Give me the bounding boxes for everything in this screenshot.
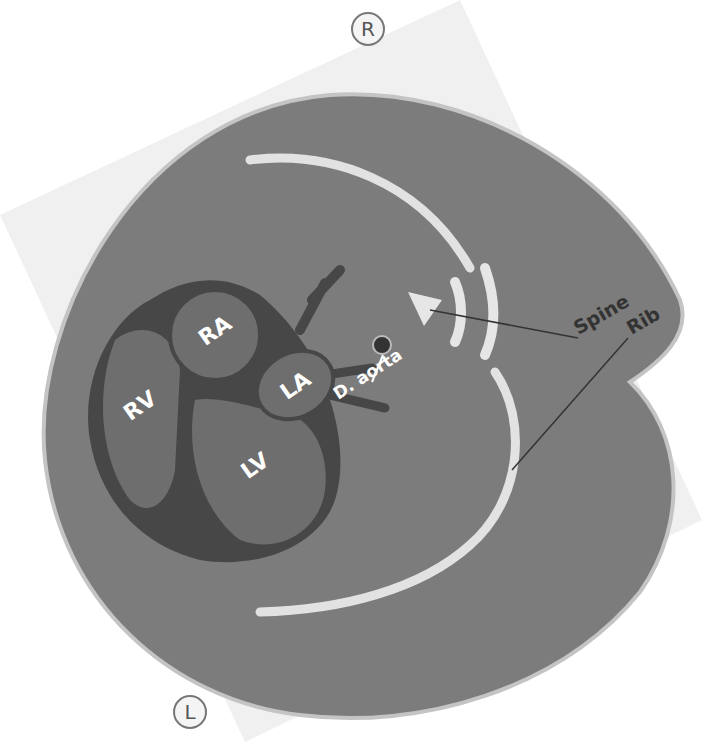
heart-outline (88, 280, 340, 562)
orientation-marker: R (350, 11, 386, 47)
orientation-letter: R (361, 17, 375, 41)
right-ventricle-shape (103, 330, 180, 508)
chamber-label-region: RA (185, 310, 245, 350)
left-ventricle-shape (192, 399, 326, 544)
rib-arc (250, 158, 470, 268)
orientation-marker: L (172, 694, 208, 730)
chamber-label: LV (236, 447, 273, 484)
great-vessel (300, 270, 340, 330)
part-label: D. aorta (330, 344, 406, 403)
leader-line (430, 310, 578, 338)
right-atrium-shape (170, 290, 260, 380)
marker-circle-outline (352, 13, 384, 45)
leader-line (512, 338, 628, 470)
vertebra-arch (485, 268, 493, 355)
orientation-letter: L (184, 700, 195, 724)
chamber-label-region: LV (225, 445, 285, 485)
chamber-label: RV (119, 385, 161, 425)
vertebral-body (408, 292, 442, 326)
chest-cross-section (44, 94, 683, 718)
part-label: Spine (570, 289, 633, 338)
chamber-label-region: RV (110, 385, 170, 425)
chamber-label: LA (276, 366, 316, 404)
marker-circle-outline (174, 696, 206, 728)
chamber-label: RA (194, 310, 236, 350)
vertebra-arch (455, 282, 461, 342)
chamber-label-region: LA (268, 365, 324, 405)
